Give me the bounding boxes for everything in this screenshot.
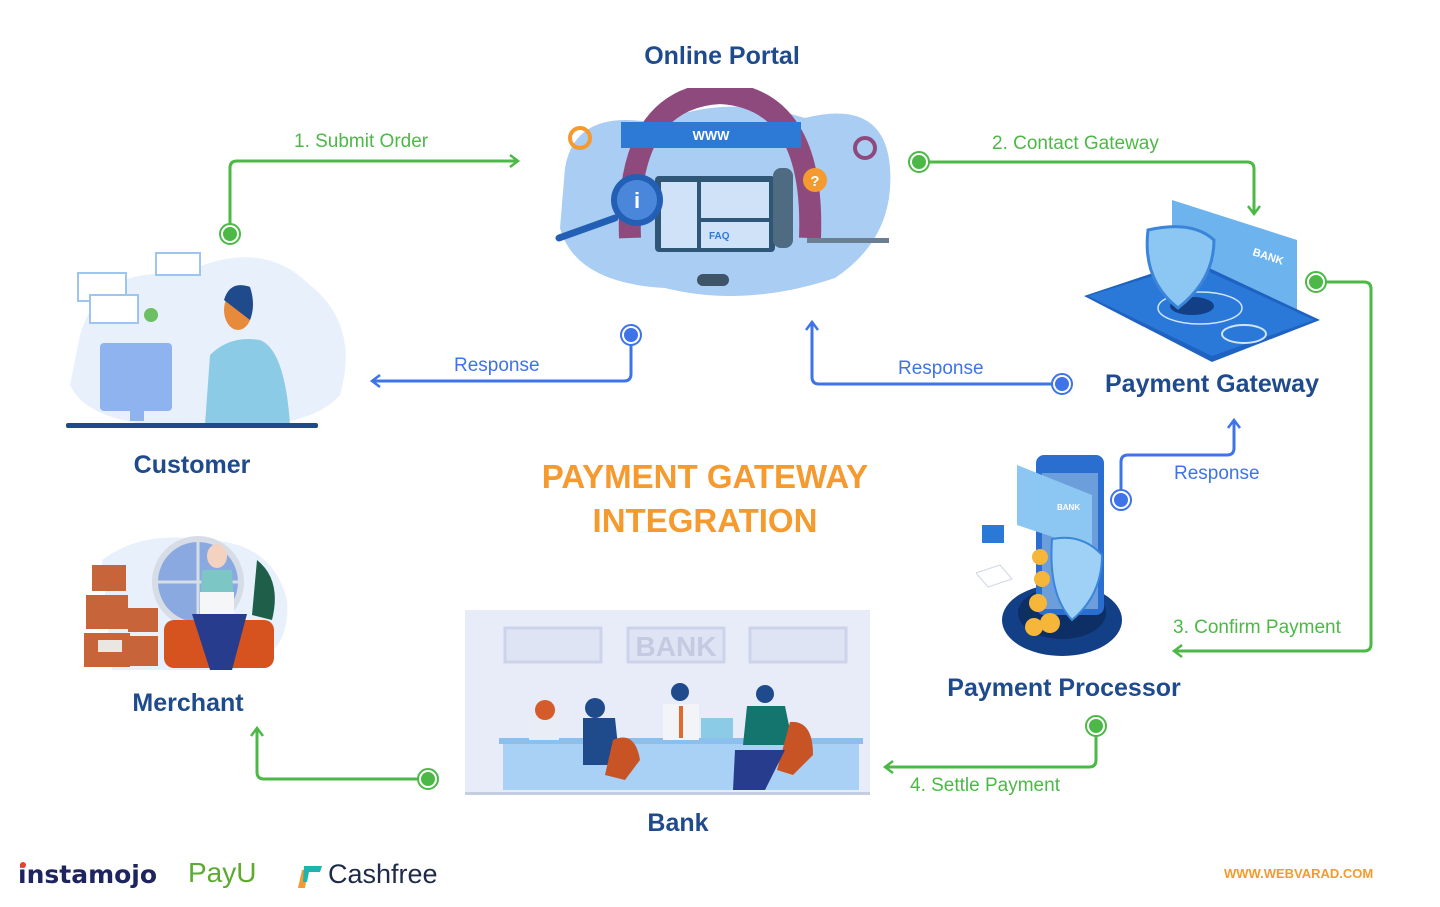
payu-logo: PayU	[188, 857, 257, 888]
connector-dot	[620, 324, 1132, 511]
node-label-customer: Customer	[133, 451, 251, 479]
instamojo-logo: instamojo	[18, 860, 158, 889]
cashfree-logo: Cashfree	[328, 859, 438, 889]
contact-gateway-connector	[919, 160, 1261, 217]
diagram-title-line-1: PAYMENT GATEWAY	[541, 458, 869, 495]
cashfree-logo-mark	[296, 862, 322, 888]
node-label-payment-gateway: Payment Gateway	[1105, 370, 1319, 398]
merchant-illustration	[82, 520, 302, 680]
flow-label-response-portal-customer: Response	[454, 355, 540, 376]
response-portal-customer-connector	[369, 335, 633, 388]
connector-dot	[219, 151, 1327, 790]
settle-payment-connector	[882, 726, 1098, 774]
bank-illustration: BANK	[465, 610, 870, 795]
flow-label-contact-gateway: 2. Contact Gateway	[992, 133, 1159, 154]
flow-label-confirm-payment: 3. Confirm Payment	[1173, 617, 1341, 638]
submit-order-connector	[228, 154, 521, 234]
node-label-payment-processor: Payment Processor	[947, 674, 1181, 702]
payment-processor-illustration: BANK	[962, 455, 1142, 660]
www-text: WWW	[693, 128, 731, 143]
response-gateway-portal-connector	[805, 319, 1062, 386]
response-processor-gateway-connector	[1119, 417, 1241, 500]
diagram-title: PAYMENT GATEWAY INTEGRATION	[542, 455, 868, 543]
node-label-bank: Bank	[647, 809, 709, 837]
flow-label-settle-payment: 4. Settle Payment	[910, 775, 1060, 796]
svg-text:i: i	[634, 188, 640, 213]
diagram-title-line-2: INTEGRATION	[592, 502, 818, 539]
node-label-online-portal: Online Portal	[644, 42, 800, 70]
svg-text:BANK: BANK	[1057, 503, 1080, 512]
bank-merchant-connector	[250, 725, 428, 781]
svg-text:BANK: BANK	[636, 631, 717, 662]
confirm-payment-connector	[1171, 280, 1373, 658]
svg-text:FAQ: FAQ	[709, 231, 730, 242]
node-label-merchant: Merchant	[132, 689, 244, 717]
payment-gateway-illustration: BANK	[1082, 200, 1322, 365]
customer-illustration	[60, 245, 350, 435]
website-url: WWW.WEBVARAD.COM	[1224, 866, 1374, 881]
instamojo-logo-dot	[20, 862, 26, 868]
flow-label-response-gateway-portal: Response	[898, 358, 984, 379]
flow-label-response-processor-gateway: Response	[1174, 463, 1260, 484]
online-portal-illustration: WWW FAQ i ?	[545, 81, 895, 303]
flow-label-submit-order: 1. Submit Order	[294, 131, 429, 152]
svg-text:?: ?	[810, 173, 819, 190]
